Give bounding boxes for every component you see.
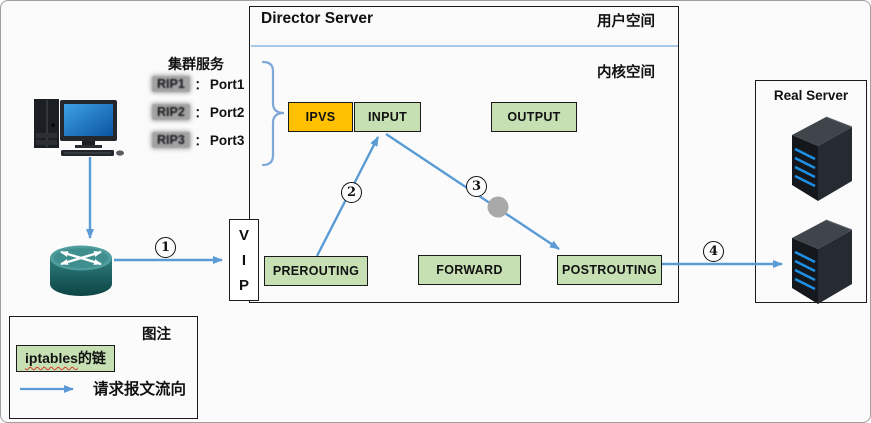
ipvs-box: IPVS [288, 102, 353, 132]
step-badge-4: 4 [703, 241, 724, 262]
step-badge-3: 3 [466, 176, 487, 197]
real-server-title: Real Server [773, 88, 849, 103]
desktop-computer-icon [34, 99, 124, 156]
forward-chain-box: FORWARD [418, 255, 521, 285]
input-chain-box: INPUT [354, 102, 421, 132]
rip-label: RIP3 [152, 132, 190, 148]
server-tower-icon [792, 219, 853, 304]
director-server-box [249, 6, 679, 303]
legend-flow-label: 请求报文流向 [93, 381, 187, 398]
router-icon [50, 245, 112, 296]
cluster-service-list: RIP1 ： Port1 RIP2 ： Port2 RIP3 ： Port3 [152, 75, 244, 159]
kernel-space-label: 内核空间 [597, 65, 655, 81]
vip-letter: I [241, 251, 247, 269]
output-chain-box: OUTPUT [491, 102, 577, 132]
vip-box: V I P [229, 219, 259, 301]
vip-letter: P [238, 276, 249, 294]
legend-iptables-chain-chip: iptables的链 [16, 345, 115, 372]
rip-row: RIP1 ： Port1 [152, 75, 244, 93]
director-server-title: Director Server [261, 10, 374, 27]
rip-colon: ： [194, 105, 207, 120]
rip-colon: ： [194, 133, 207, 148]
rip-row: RIP3 ： Port3 [152, 131, 244, 149]
user-space-label: 用户空间 [597, 14, 655, 30]
step-badge-1: 1 [155, 237, 176, 258]
legend-title: 图注 [142, 327, 171, 343]
server-tower-icon [792, 116, 853, 201]
rip-port: Port2 [209, 104, 245, 120]
step-badge-2: 2 [341, 182, 362, 203]
cluster-service-title: 集群服务 [168, 56, 224, 72]
rip-port: Port3 [209, 132, 245, 148]
prerouting-chain-box: PREROUTING [264, 256, 368, 286]
legend-chain-suffix: 的链 [77, 350, 106, 366]
rip-port: Port1 [209, 76, 245, 92]
rip-row: RIP2 ： Port2 [152, 103, 244, 121]
rip-colon: ： [194, 77, 207, 92]
real-server-box [755, 80, 867, 303]
rip-label: RIP2 [152, 104, 190, 120]
rip-label: RIP1 [152, 76, 190, 92]
vip-letter: V [238, 226, 249, 244]
postrouting-chain-box: POSTROUTING [557, 255, 662, 285]
legend-iptables-label: iptables [25, 350, 78, 366]
